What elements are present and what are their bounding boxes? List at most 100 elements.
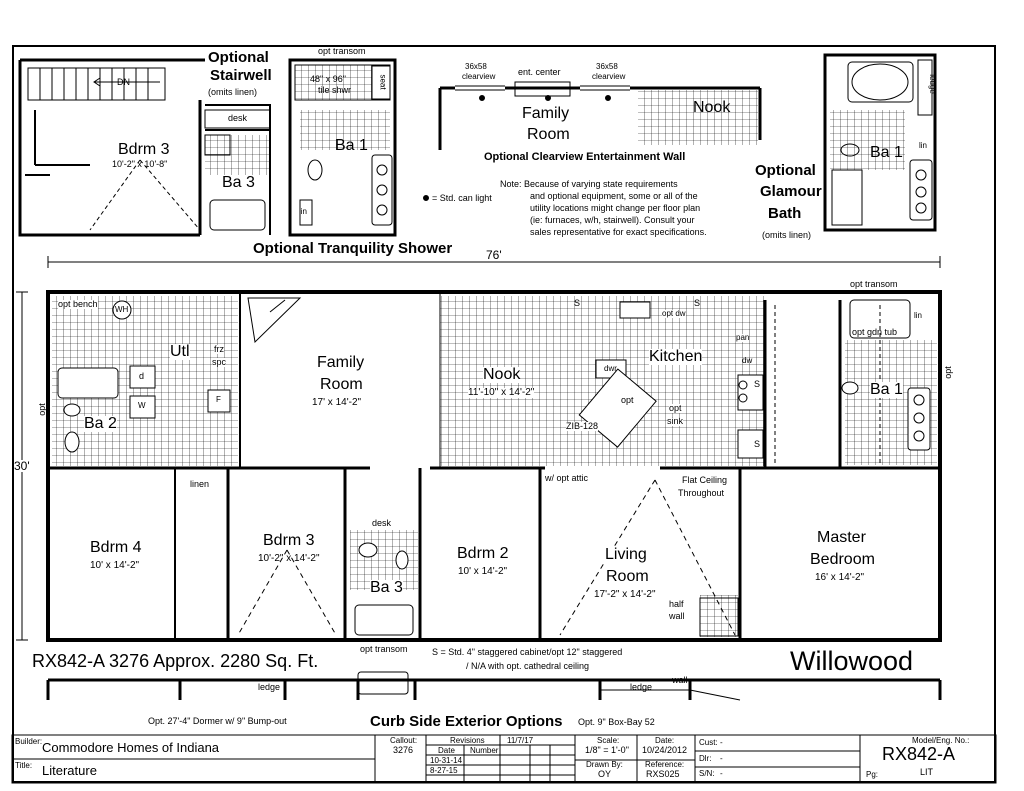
can-light-legend: = Std. can light <box>432 193 492 203</box>
family-room-label-2: Room <box>320 376 363 393</box>
optional-stairwell-title-2: Stairwell <box>210 67 272 84</box>
clearview-left-size: 36x58 <box>465 62 487 71</box>
stair-treads <box>27 67 166 101</box>
tranquility-ba1-label: Ba 1 <box>335 137 368 154</box>
curb-side-caption: Curb Side Exterior Options <box>370 713 563 730</box>
washer-label: W <box>138 401 146 410</box>
drawn-by-label: Drawn By: <box>586 760 623 769</box>
opt-transom-right: opt transom <box>850 279 898 289</box>
builder-label: Builder: <box>15 737 43 746</box>
staggered-note-1: S = Std. 4" staggered cabinet/opt 12" st… <box>432 647 623 657</box>
stairwell-bdrm3-dims: 10'-2" x 10'-8" <box>112 159 168 169</box>
opt-cooktop-label: opt <box>621 395 634 405</box>
glamour-detail <box>823 53 937 232</box>
staggered-note-2: / N/A with opt. cathedral ceiling <box>466 661 590 671</box>
opt-dw-label: opt dw <box>662 309 686 318</box>
revision-header-date: 11/7/17 <box>507 736 534 745</box>
callout-value: 3276 <box>393 745 414 755</box>
reference-value: RXS025 <box>646 769 680 779</box>
dwr-label: dwr <box>604 364 617 373</box>
serial-label: S/N: <box>699 769 715 778</box>
bdrm3-label: Bdrm 3 <box>263 532 315 549</box>
dealer-label: Dlr: <box>699 754 712 763</box>
glamour-title-3: Bath <box>768 205 802 222</box>
dimension-lines <box>16 256 941 641</box>
depth-dimension: 30' <box>14 459 30 473</box>
family-room-dims: 17' x 14'-2" <box>312 397 362 408</box>
zib-label: ZIB-128 <box>566 421 599 431</box>
opt-garden-tub: opt gdn tub <box>852 327 898 337</box>
glamour-subtitle: (omits linen) <box>762 230 812 240</box>
page-label: Pg: <box>866 770 879 779</box>
revision-2: 8-27-15 <box>430 766 458 775</box>
cabinet-s-2: S <box>694 298 701 308</box>
living-room-label-2: Room <box>606 568 649 585</box>
optional-stairwell-title: Optional <box>208 49 269 66</box>
stairwell-detail <box>18 58 205 237</box>
exterior-options <box>46 678 942 700</box>
date-label: Date: <box>655 736 675 745</box>
pantry-label: pan <box>736 333 750 342</box>
plan-name: Willowood <box>790 646 914 676</box>
tranquility-opt-transom: opt transom <box>318 46 366 56</box>
cabinet-s-1: S <box>574 298 581 308</box>
ba2-label: Ba 2 <box>84 415 117 432</box>
tranquility-seat: seat <box>378 74 388 90</box>
scale-value: 1/8" = 1'-0" <box>585 745 629 755</box>
scale-label: Scale: <box>597 736 620 745</box>
dw-label: dw <box>742 356 753 365</box>
builder-value: Commodore Homes of Indiana <box>42 740 220 755</box>
drawn-by-value: OY <box>598 769 612 779</box>
bdrm2-label: Bdrm 2 <box>457 545 509 562</box>
title-block-lines <box>11 734 997 784</box>
nook-label: Nook <box>483 366 521 383</box>
note-line-3: utility locations might change per floor… <box>530 203 701 213</box>
dealer-value: - <box>720 754 723 763</box>
stairwell-desk: desk <box>228 113 248 123</box>
revision-1: 10-31-14 <box>430 756 463 765</box>
clearview-room-label: Room <box>527 126 570 143</box>
half-wall-label-2: wall <box>669 611 685 621</box>
freezer-label: frz <box>214 344 224 354</box>
page-value: LIT <box>920 767 934 777</box>
customer-label: Cust: <box>699 738 718 747</box>
cabinet-s-4: S <box>754 439 761 449</box>
glamour-ledge: ledge <box>927 74 937 94</box>
opt-sink-label-2: sink <box>667 416 684 426</box>
ba3-desk: desk <box>372 518 392 528</box>
opt-bench-label: opt bench <box>58 299 98 309</box>
linen-label: linen <box>190 479 210 489</box>
kitchen-label: Kitchen <box>649 348 703 365</box>
exterior-wall: wall <box>672 675 688 685</box>
clearview-caption: Optional Clearview Entertainment Wall <box>484 151 686 163</box>
revision-date-col: Date <box>438 746 455 755</box>
title-label: Title: <box>15 761 33 770</box>
clearview-family-label: Family <box>522 105 570 122</box>
width-dimension: 76' <box>484 248 504 262</box>
tranquility-detail <box>288 58 397 237</box>
dormer-label: Opt. 27'-4" Dormer w/ 9" Bump-out <box>148 716 287 726</box>
customer-value: - <box>720 738 723 747</box>
clearview-nook-label: Nook <box>693 99 731 116</box>
date-value: 10/24/2012 <box>642 745 688 755</box>
exterior-ledge-left: ledge <box>258 682 281 692</box>
note-line-5: sales representative for exact specifica… <box>530 227 707 237</box>
opt-transom-bottom: opt transom <box>360 644 408 654</box>
glamour-ba1-label: Ba 1 <box>870 144 903 161</box>
glamour-title-1: Optional <box>755 162 816 179</box>
cabinet-s-3: S <box>754 379 761 389</box>
opt-left-window: opt <box>36 403 47 416</box>
utility-label: Utl <box>170 343 190 360</box>
clearview-left-label: clearview <box>462 72 496 81</box>
glamour-title-2: Glamour <box>760 183 822 200</box>
ba1-label: Ba 1 <box>870 381 903 398</box>
revisions-label: Revisions <box>450 736 485 745</box>
tranquility-shower-size: 48" x 96" <box>310 74 346 84</box>
freezer-space-label: spc <box>212 357 227 367</box>
box-bay-label: Opt. 9" Box-Bay 52 <box>578 717 655 727</box>
half-wall-label: half <box>669 599 684 609</box>
tranquility-lin: lin <box>299 207 308 216</box>
model-value: RX842-A <box>882 744 956 764</box>
dryer-label: d <box>139 371 145 381</box>
